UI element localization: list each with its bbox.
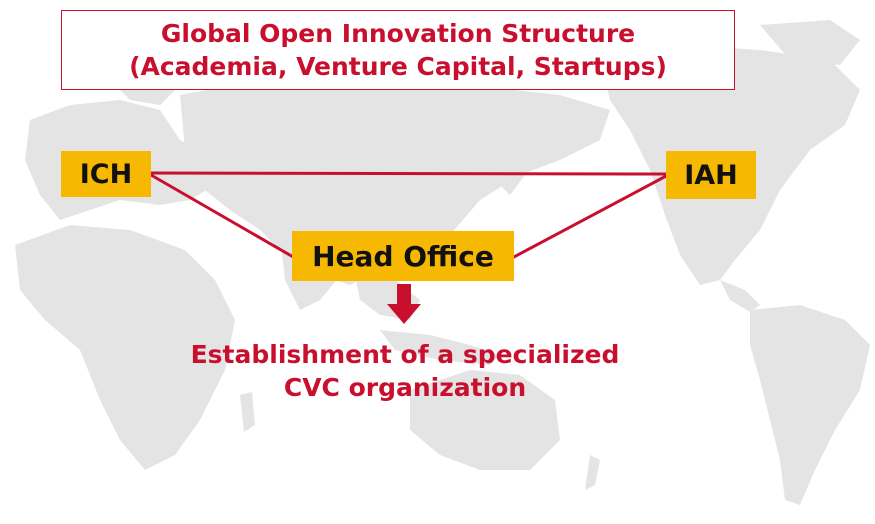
arrow-down-icon <box>387 284 421 324</box>
result-text: Establishment of a specialized CVC organ… <box>150 338 660 404</box>
title-line-1: Global Open Innovation Structure <box>160 19 636 48</box>
node-ich: ICH <box>61 151 151 197</box>
result-line-1: Establishment of a specialized <box>190 340 620 369</box>
line-ich-iah <box>150 171 667 176</box>
title-box: Global Open Innovation Structure (Academ… <box>61 10 735 90</box>
node-head-office: Head Office <box>292 231 514 281</box>
result-line-2: CVC organization <box>283 373 527 402</box>
node-iah: IAH <box>666 151 756 199</box>
title-line-2: (Academia, Venture Capital, Startups) <box>129 52 667 81</box>
line-iah-head <box>511 173 669 260</box>
line-ich-head <box>150 173 296 260</box>
